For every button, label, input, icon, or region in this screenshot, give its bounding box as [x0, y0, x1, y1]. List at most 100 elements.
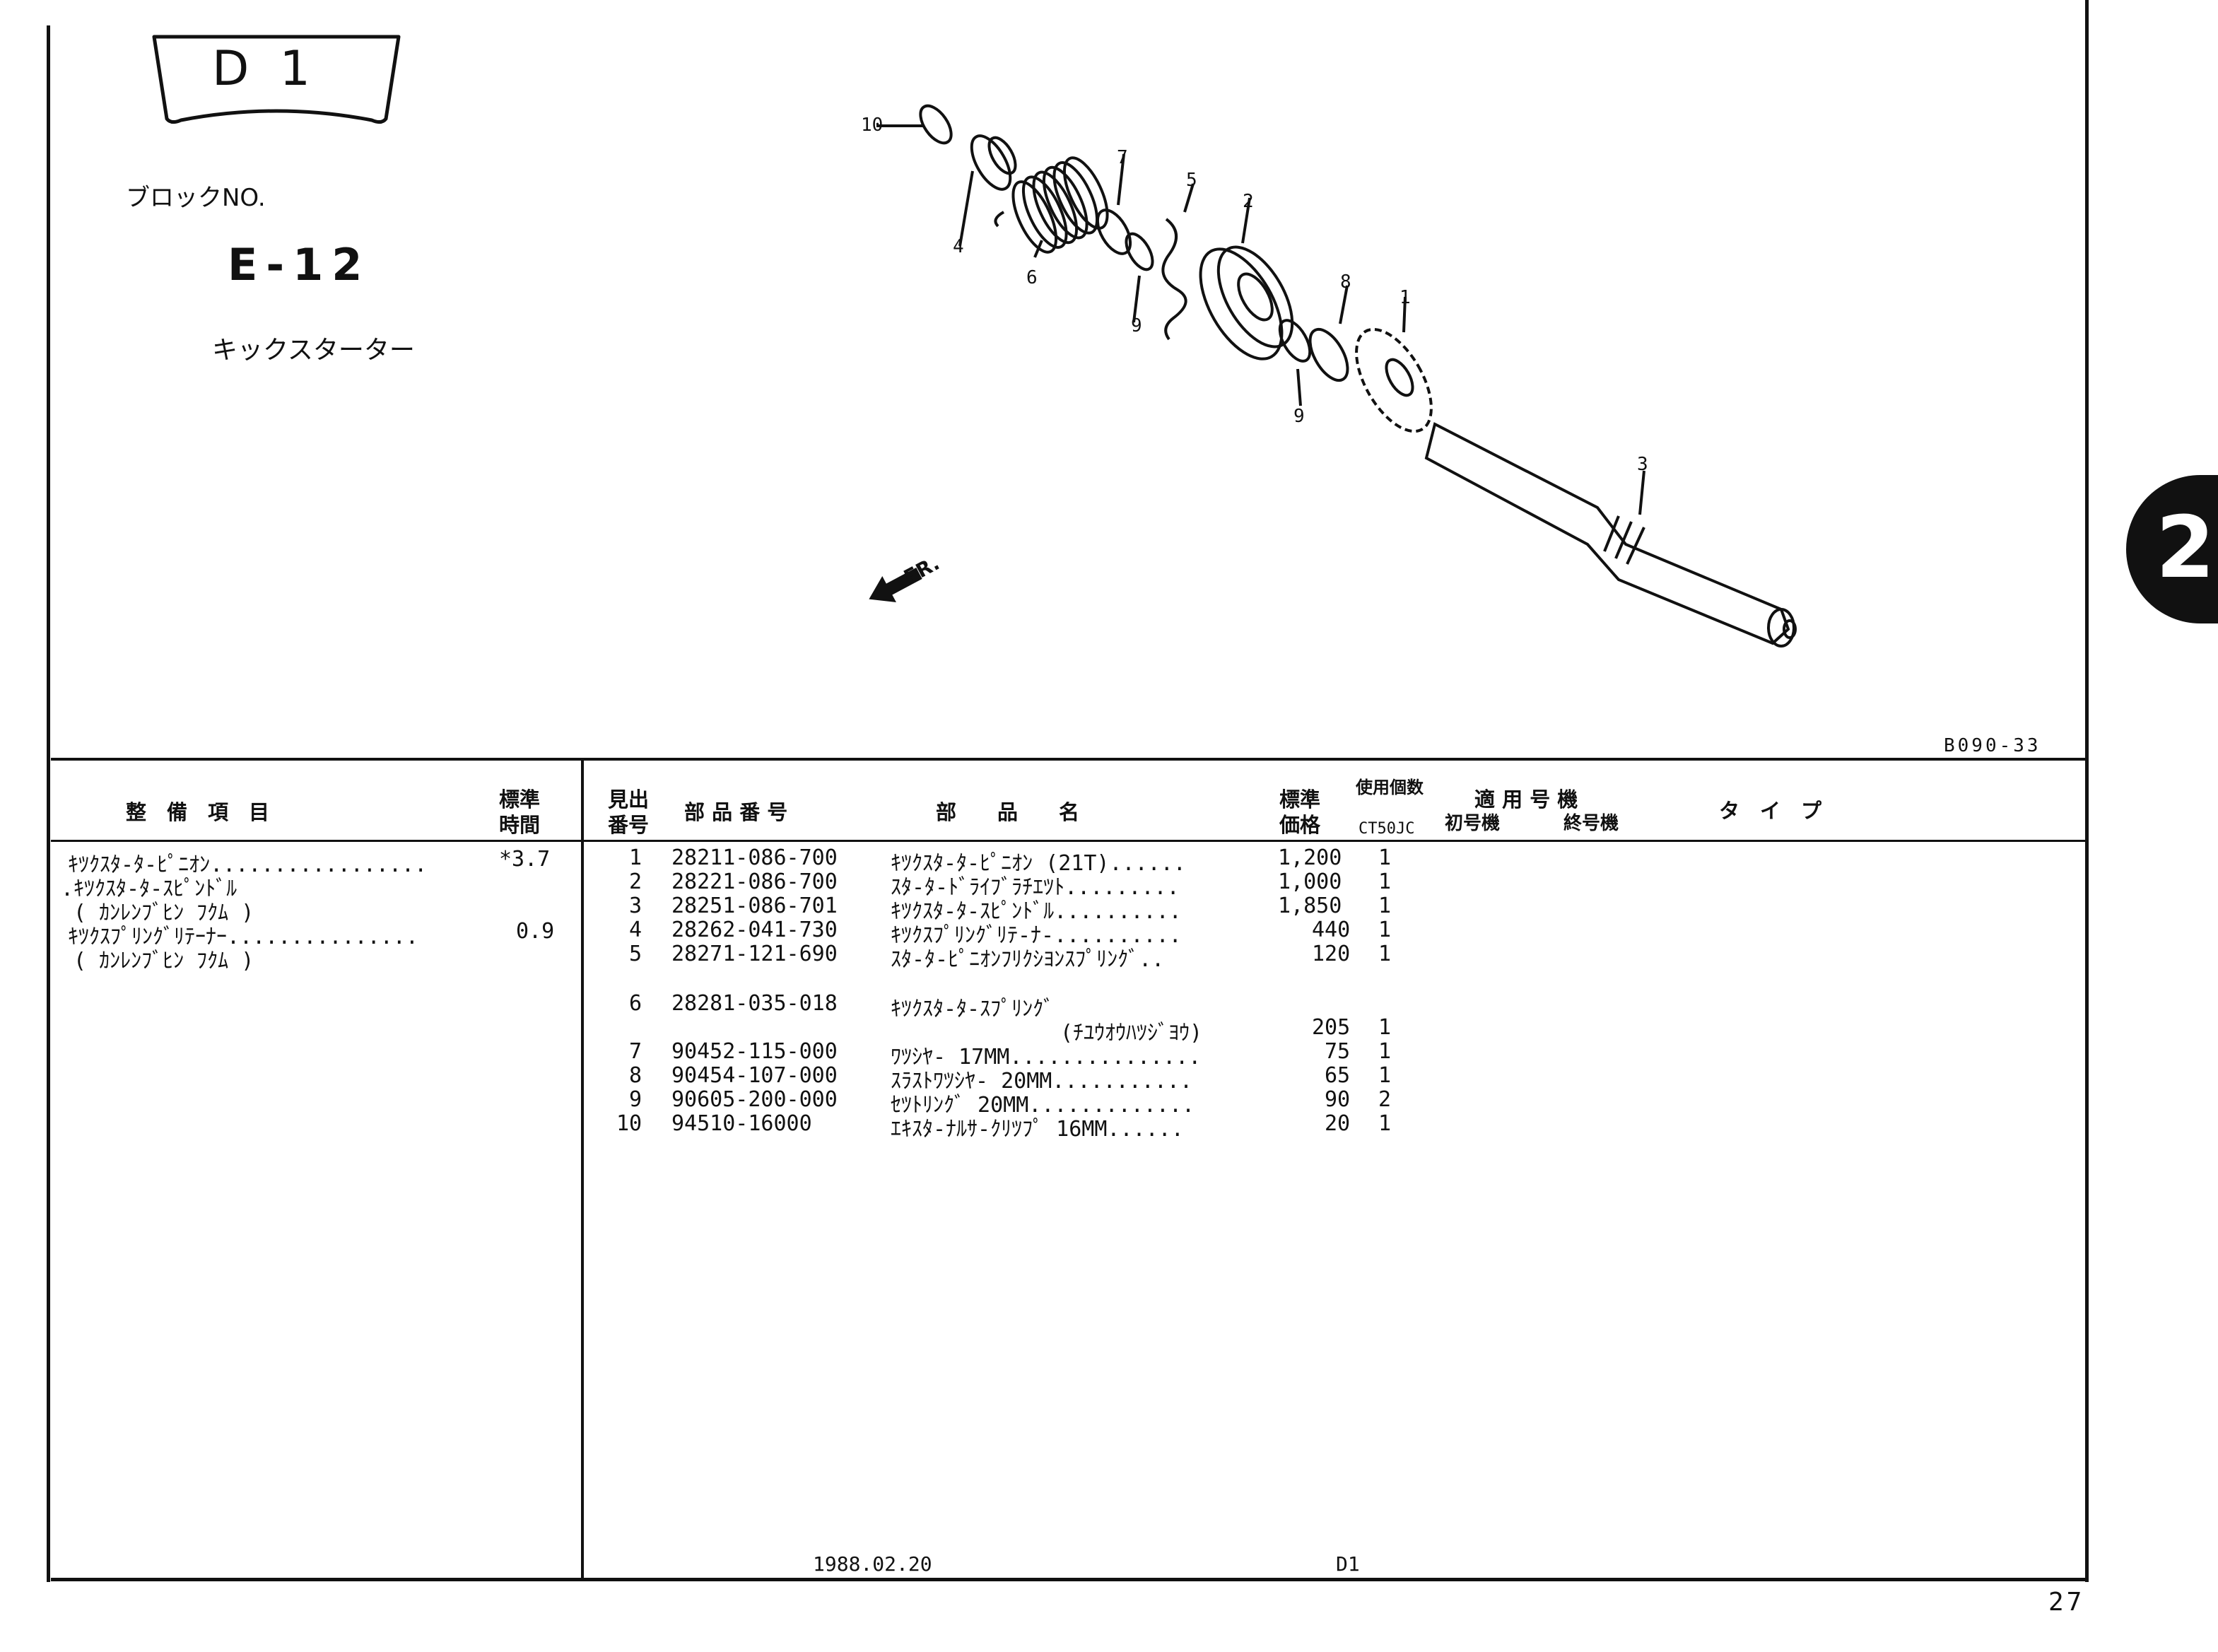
part-number: 90452-115-000: [671, 1039, 838, 1064]
service-item-1: ｷﾂｸｽﾀ-ﾀ-ﾋﾟﾆｵﾝ.................: [68, 853, 428, 877]
callout-8: 8: [1340, 271, 1351, 293]
part-ref-no: 10: [616, 1111, 642, 1136]
section-side-tab-number: 2: [2156, 499, 2215, 597]
part-number: 94510-16000: [671, 1111, 812, 1136]
part-price: 205: [1312, 1015, 1351, 1040]
part-ref-no: 4: [629, 918, 642, 942]
callout-1: 1: [1400, 287, 1411, 308]
part-qty: 1: [1378, 894, 1392, 918]
part-number: 28251-086-701: [671, 894, 838, 918]
part-price: 1,200: [1278, 845, 1342, 870]
block-tab-label: D 1: [212, 41, 310, 97]
header-price-1: 標準: [1279, 787, 1321, 812]
table-column-divider: [581, 758, 584, 1581]
part-name: ｴｷｽﾀ-ﾅﾙｻ-ｸﾘﾂﾌﾟ 16MM......: [891, 1117, 1184, 1142]
part-number: 28281-035-018: [671, 991, 838, 1016]
part-price: 440: [1312, 918, 1351, 942]
part-qty: 1: [1378, 942, 1392, 966]
part-qty: 1: [1378, 1039, 1392, 1064]
callout-10: 10: [861, 115, 884, 136]
service-time-1: *3.7: [499, 847, 551, 872]
table-top-rule: [51, 758, 2089, 761]
block-number: E-12: [228, 239, 371, 291]
header-qty: 使用個数: [1356, 778, 1424, 797]
part-name: ｽﾀ-ﾀ-ﾋﾟﾆｵﾝﾌﾘｸｼﾖﾝｽﾌﾟﾘﾝｸﾞ..: [891, 947, 1165, 972]
part-number: 90605-200-000: [671, 1087, 838, 1112]
diagram-code: B090-33: [1944, 735, 2041, 756]
part-name: ｾﾂﾄﾘﾝｸﾞ 20MM.............: [891, 1093, 1195, 1118]
part-price: 120: [1312, 942, 1351, 966]
part-price: 90: [1325, 1087, 1351, 1112]
service-item-5: ( ｶﾝﾚﾝﾌﾞﾋﾝ ﾌｸﾑ ): [74, 949, 254, 973]
header-price-2: 価格: [1279, 813, 1321, 837]
service-item-2: .ｷﾂｸｽﾀ-ﾀ-ｽﾋﾟﾝﾄﾞﾙ: [61, 877, 237, 901]
part-ref-no: 1: [629, 845, 642, 870]
part-number: 28262-041-730: [671, 918, 838, 942]
part-ref-no: 6: [629, 991, 642, 1016]
part-qty: 1: [1378, 869, 1392, 894]
part-name: ｽﾗｽﾄﾜﾂｼﾔ- 20MM...........: [891, 1069, 1193, 1094]
block-title: キックスターター: [212, 336, 415, 365]
part-qty: 1: [1378, 918, 1392, 942]
callout-5: 5: [1186, 170, 1197, 191]
part-name: ｷﾂｸｽﾌﾟﾘﾝｸﾞﾘﾃ-ﾅ-..........: [891, 923, 1182, 948]
part-number: 28271-121-690: [671, 942, 838, 966]
part-ref-no: 2: [629, 869, 642, 894]
callout-3: 3: [1637, 454, 1648, 475]
header-ref-no-1: 見出: [608, 787, 650, 812]
part-number: 28221-086-700: [671, 869, 838, 894]
frame-right-rule: [2085, 0, 2089, 1582]
frame-left-rule: [47, 25, 50, 1582]
header-model: CT50JC: [1359, 820, 1415, 838]
block-no-label: ブロックNO.: [126, 184, 266, 212]
part-price: 75: [1325, 1039, 1351, 1064]
header-std-time-2: 時間: [499, 813, 541, 837]
service-item-3: ( ｶﾝﾚﾝﾌﾞﾋﾝ ﾌｸﾑ ): [74, 901, 254, 925]
service-item-4: ｷﾂｸｽﾌﾟﾘﾝｸﾞﾘﾃｰﾅｰ...............: [68, 925, 418, 949]
header-applicable: 適 用 号 機: [1474, 787, 1578, 812]
callout-7: 7: [1117, 147, 1128, 168]
header-part-name: 部 品 名: [936, 800, 1080, 824]
part-price: 65: [1325, 1063, 1351, 1088]
part-ref-no: 8: [629, 1063, 642, 1088]
part-ref-no: 7: [629, 1039, 642, 1064]
part-qty: 1: [1378, 1111, 1392, 1136]
part-name: ｽﾀ-ﾀ-ﾄﾞﾗｲﾌﾞﾗﾁｴﾂﾄ.........: [891, 875, 1180, 900]
header-first-frame: 初号機: [1445, 813, 1501, 834]
part-qty: 2: [1378, 1087, 1392, 1112]
callout-9a: 9: [1131, 315, 1142, 336]
frame-bottom-rule: [51, 1578, 2089, 1581]
part-ref-no: 3: [629, 894, 642, 918]
part-qty: 1: [1378, 1063, 1392, 1088]
part-name: ｷﾂｸｽﾀ-ﾀ-ﾋﾟﾆｵﾝ (21T)......: [891, 851, 1186, 876]
header-type: タ イ プ: [1719, 799, 1822, 823]
callout-6: 6: [1026, 267, 1038, 288]
part-name: ｷﾂｸｽﾀ-ﾀ-ｽﾋﾟﾝﾄﾞﾙ..........: [891, 899, 1182, 924]
part-ref-no: 9: [629, 1087, 642, 1112]
parts-exploded-diagram: [869, 104, 1797, 648]
header-std-time-1: 標準: [499, 787, 541, 812]
part-name: ﾜﾂｼﾔ- 17MM...............: [891, 1045, 1202, 1070]
footer-code: D1: [1336, 1552, 1360, 1576]
part-name: ｷﾂｸｽﾀ-ﾀ-ｽﾌﾟﾘﾝｸﾞ: [891, 997, 1055, 1021]
table-header-rule: [51, 840, 2089, 842]
part-price: 1,000: [1278, 869, 1342, 894]
part-ref-no: 5: [629, 942, 642, 966]
header-part-number: 部 品 番 号: [684, 800, 788, 824]
header-ref-no-2: 番号: [608, 813, 650, 837]
footer-date: 1988.02.20: [813, 1552, 932, 1576]
part-price: 1,850: [1278, 894, 1342, 918]
part-qty: 1: [1378, 845, 1392, 870]
block-tab-shape: [152, 35, 401, 124]
callout-2: 2: [1243, 191, 1254, 212]
part-qty: 1: [1378, 1015, 1392, 1040]
part-price: 20: [1325, 1111, 1351, 1136]
page-number: 27: [2048, 1588, 2085, 1617]
header-service-item: 整 備 項 目: [126, 800, 270, 824]
callout-9b: 9: [1293, 406, 1305, 427]
part-name-line2: (ﾁﾕｳｵｳﾊﾂｼﾞﾖｳ): [1060, 1021, 1203, 1045]
service-time-4: 0.9: [516, 919, 555, 944]
part-number: 90454-107-000: [671, 1063, 838, 1088]
part-number: 28211-086-700: [671, 845, 838, 870]
header-last-frame: 終号機: [1563, 813, 1619, 834]
